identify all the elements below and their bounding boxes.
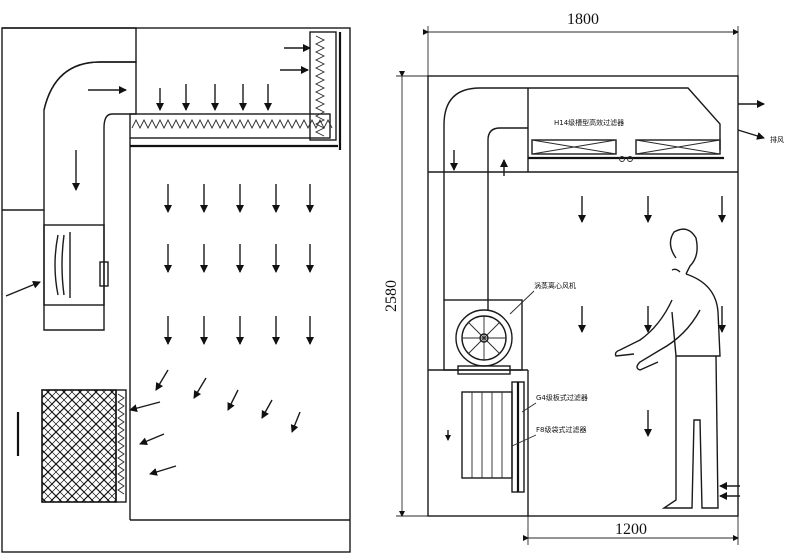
label-g4-filter: G4级板式过滤器	[536, 393, 588, 402]
exhaust-arrow-2	[737, 129, 765, 140]
left-airflow-arrows	[5, 44, 311, 297]
duct-elbow	[43, 61, 137, 210]
left-frame	[1, 27, 351, 553]
right-airflow-arrows	[445, 150, 740, 500]
duct-body	[43, 210, 105, 331]
right-filter-pleats	[314, 35, 326, 137]
dim-width-top: 1800	[567, 11, 599, 28]
room-airflow-grid	[164, 184, 314, 345]
dim-width-bottom: 1200	[615, 521, 647, 538]
bag-filter	[461, 381, 525, 493]
side-filter-pleats	[117, 393, 125, 495]
ceiling-filter-frame	[129, 113, 331, 139]
ceiling-filter-pleats	[131, 118, 333, 130]
return-arrows	[129, 369, 301, 476]
right-panel: 1800 2580 1200 H14级槽型高效过滤器	[383, 11, 784, 545]
room-outline	[427, 75, 739, 517]
dim-height-left: 2580	[383, 280, 400, 312]
fan-blades	[54, 232, 71, 298]
label-f8-filter: F8级袋式过滤器	[536, 425, 586, 434]
side-filter	[115, 389, 127, 503]
duct-inner	[487, 127, 528, 310]
hepa-filters	[528, 139, 724, 162]
left-top-cutout	[2, 27, 137, 211]
leader-f8	[511, 434, 537, 447]
left-panel	[1, 27, 351, 553]
label-exhaust: 排风	[770, 135, 784, 144]
label-fan: 涡蒸离心风机	[534, 281, 576, 290]
fan-housing	[43, 224, 105, 306]
diamond-filter	[41, 389, 117, 503]
operator-figure	[614, 228, 721, 509]
centrifugal-fan	[443, 299, 523, 375]
leader-fan	[509, 290, 535, 315]
plenum-hood	[528, 87, 721, 150]
leader-g4	[521, 402, 537, 413]
duct-top	[443, 87, 528, 172]
right-filter-frame	[309, 31, 337, 141]
fan-motor	[99, 261, 109, 287]
label-hepa-filter: H14级槽型高效过滤器	[554, 118, 624, 127]
